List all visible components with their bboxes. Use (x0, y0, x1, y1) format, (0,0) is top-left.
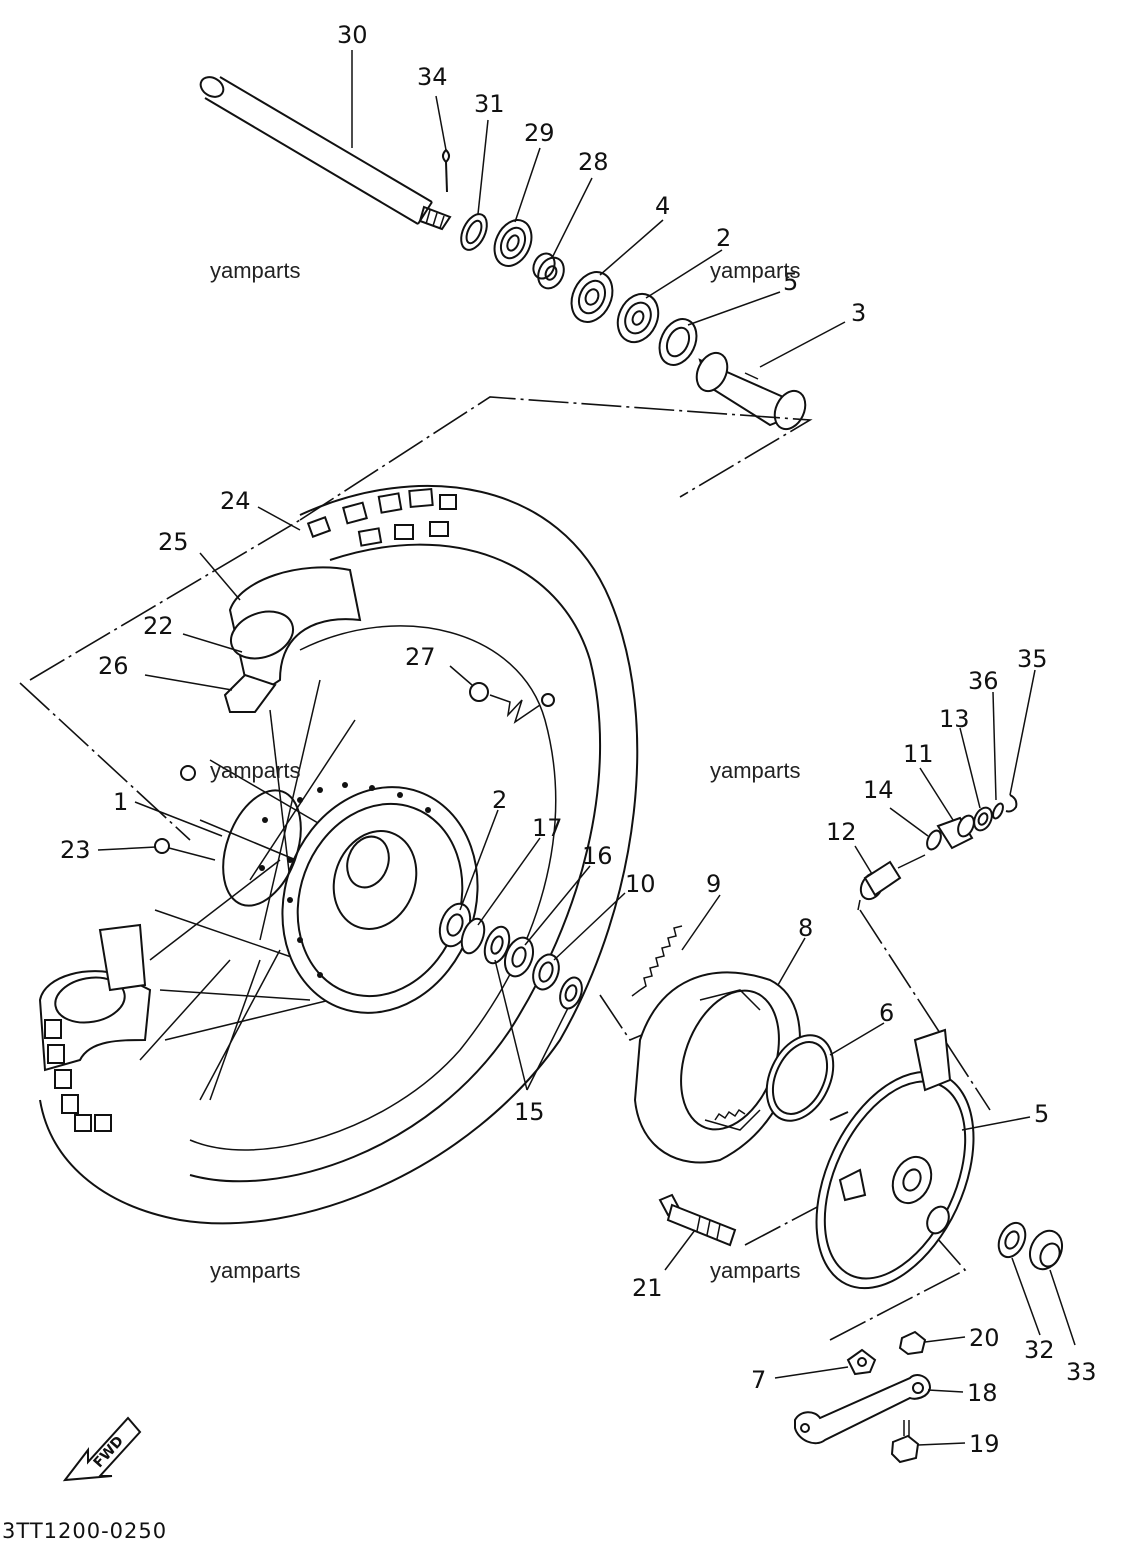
nut-21 (898, 1330, 927, 1356)
watermarks: yamparts yamparts yamparts yamparts yamp… (210, 258, 800, 1283)
brake-spring-10 (631, 925, 683, 997)
tire-tread-left (44, 1019, 112, 1132)
brake-parts (631, 925, 1064, 1464)
part-label-16: 15 (514, 1098, 545, 1126)
part-labels: 30 34 31 29 28 4 2 5 3 24 25 22 26 27 1 … (60, 21, 1097, 1458)
oil-seal-14 (973, 806, 993, 832)
part-label-30: 29 (524, 119, 555, 147)
part-label-24: 23 (60, 836, 91, 864)
part-label-17: 16 (582, 842, 613, 870)
washer-15 (926, 829, 942, 851)
cam-lever-19 (794, 1374, 932, 1445)
speedometer-drive (857, 794, 1018, 911)
oil-seal-5 (658, 318, 698, 366)
watermark-bottom-right: yamparts (710, 1258, 800, 1283)
watermark-top-left: yamparts (210, 258, 300, 283)
part-label-37: 36 (968, 667, 999, 695)
brake-plate-6 (815, 1028, 975, 1290)
part-label-11: 10 (625, 870, 656, 898)
part-label-29: 28 (578, 148, 609, 176)
washer-16b (559, 976, 583, 1010)
part-label-1: 1 (113, 788, 128, 816)
part-label-20: 19 (969, 1430, 1000, 1458)
brake-shoe-9 (633, 971, 802, 1164)
oil-seal-18 (460, 917, 486, 955)
bushing-12 (936, 814, 975, 850)
brake-cam-22 (658, 1193, 737, 1247)
part-label-34: 33 (1066, 1358, 1097, 1386)
collar-16a (483, 925, 511, 965)
part-label-15: 14 (863, 776, 894, 804)
wheel-tire-assembly (38, 484, 639, 1225)
watermark-mid-right: yamparts (710, 758, 800, 783)
fwd-arrow-icon: FWD (62, 1416, 142, 1482)
gear-11 (532, 953, 560, 991)
part-label-35: 34 (417, 63, 448, 91)
part-label-21: 20 (969, 1324, 1000, 1352)
part-label-31: 30 (337, 21, 368, 49)
part-label-28: 27 (405, 643, 436, 671)
axle-assembly (199, 76, 807, 431)
washer-32 (460, 213, 488, 251)
spacer-3 (695, 351, 807, 431)
part-label-7: 6 (879, 999, 894, 1027)
part-label-6: 5 (1034, 1100, 1049, 1128)
valve-cap-28 (469, 682, 555, 724)
spoke-nipple-24 (154, 838, 216, 861)
leader-lines (97, 50, 1076, 1446)
part-label-33: 32 (1024, 1336, 1055, 1364)
spoke-nipple-1 (180, 765, 196, 781)
part-label-36: 35 (1017, 645, 1048, 673)
washer-33 (997, 1221, 1027, 1259)
part-label-23: 22 (143, 612, 174, 640)
part-code: 3TT1200-0250 (2, 1519, 167, 1543)
o-ring-37 (992, 802, 1004, 820)
assembly-lines (19, 396, 991, 1341)
axle-nut-34 (1028, 1229, 1064, 1271)
part-label-19: 18 (967, 1379, 998, 1407)
watermark-top-right: yamparts (710, 258, 800, 283)
axle-shaft (199, 76, 452, 231)
watermark-bottom-left: yamparts (210, 1258, 300, 1283)
speedometer-gear-13 (857, 854, 926, 911)
part-label-26: 25 (158, 528, 189, 556)
part-label-14: 13 (939, 705, 970, 733)
part-label-9: 8 (798, 914, 813, 942)
cotter-pin (442, 148, 450, 193)
part-label-25: 24 (220, 487, 251, 515)
part-label-12: 11 (903, 740, 934, 768)
retainer-17 (503, 936, 535, 978)
watermark-mid-left: yamparts (210, 758, 300, 783)
speedometer-gear-30 (493, 219, 533, 267)
part-label-2-hub: 2 (492, 786, 507, 814)
bearing-4 (570, 271, 614, 323)
circlip-36 (1005, 794, 1018, 813)
part-label-13: 12 (826, 818, 857, 846)
bearing-2-top (616, 292, 660, 344)
part-label-22: 21 (632, 1274, 663, 1302)
hub-right-parts (438, 902, 583, 1010)
wheel-hub (222, 782, 479, 1014)
part-label-3: 3 (851, 299, 866, 327)
part-label-27: 26 (98, 652, 129, 680)
part-label-8: 7 (751, 1366, 766, 1394)
part-label-2-top: 2 (716, 224, 731, 252)
part-label-32: 31 (474, 90, 505, 118)
part-label-18: 17 (532, 814, 563, 842)
tire-tread-top (306, 487, 457, 547)
part-label-10: 9 (706, 870, 721, 898)
part-label-4: 4 (655, 192, 670, 220)
wear-indicator-8 (846, 1348, 877, 1376)
bolt-20 (890, 1420, 920, 1464)
o-ring-7 (765, 1034, 835, 1122)
collar-29 (532, 252, 565, 290)
part-label-5: 5 (783, 268, 798, 296)
